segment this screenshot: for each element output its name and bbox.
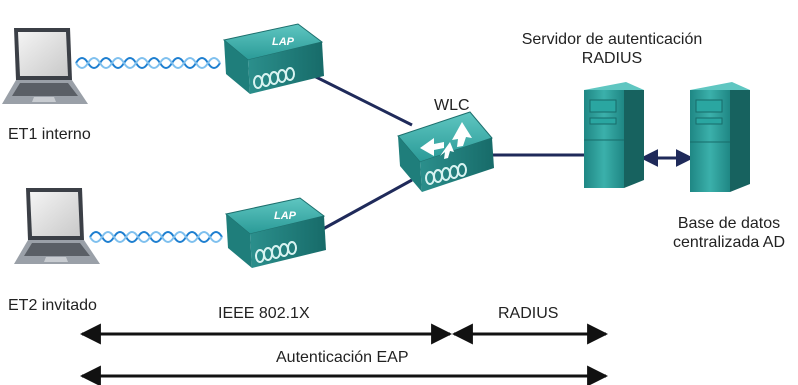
link-lap1-wlc <box>309 72 413 127</box>
laptop-icon <box>2 28 88 104</box>
database-label-line1: Base de datos <box>677 215 781 232</box>
database-label-line2: centralizada AD <box>672 234 786 251</box>
database-server-icon <box>690 82 750 192</box>
ieee-protocol-label: IEEE 802.1X <box>218 305 310 322</box>
link-lap2-wlc <box>311 178 413 237</box>
wlc-controller-icon <box>397 111 494 192</box>
wlc-label: WLC <box>434 97 470 114</box>
client-label-et2: ET2 invitado <box>8 297 97 314</box>
wireless-signal-icon <box>89 231 223 243</box>
radius-protocol-label: RADIUS <box>498 305 559 322</box>
radius-server-icon <box>584 82 644 188</box>
radius-server-label: Servidor de autenticación RADIUS <box>500 30 724 68</box>
radius-server-label-line1: Servidor de autenticación <box>521 31 703 48</box>
laptop-icon <box>14 188 100 264</box>
client-label-et1: ET1 interno <box>8 126 91 143</box>
eap-protocol-label: Autenticación EAP <box>276 349 409 366</box>
database-label: Base de datos centralizada AD <box>664 214 794 252</box>
wireless-signal-icon <box>75 57 221 69</box>
lap-label: LAP <box>274 210 297 222</box>
lap-label: LAP <box>272 36 295 48</box>
access-point-icon: LAP <box>222 23 324 94</box>
radius-server-label-line2: RADIUS <box>581 50 643 67</box>
access-point-icon: LAP <box>224 197 326 268</box>
